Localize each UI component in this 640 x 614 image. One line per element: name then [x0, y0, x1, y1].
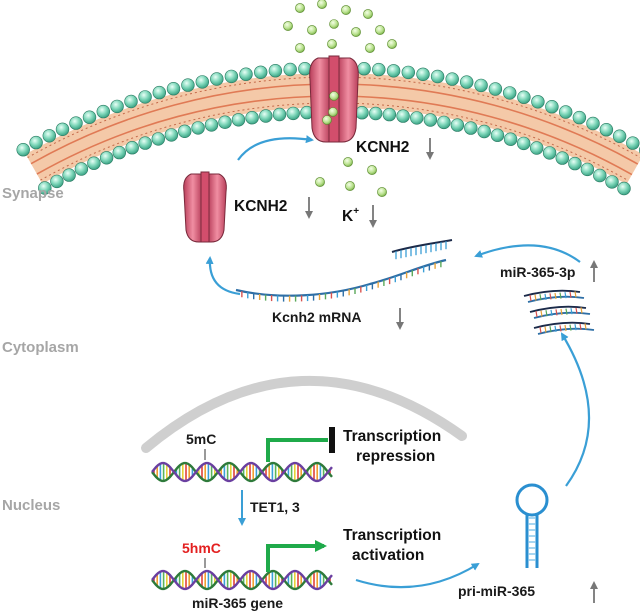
potassium-ions: [283, 0, 397, 197]
targeting-arrow: [474, 244, 581, 263]
repression-label-line1: Transcription: [343, 428, 441, 445]
kcnh2-channel-cytoplasm: [183, 171, 227, 243]
potassium-label: K+: [342, 206, 359, 225]
gene-label: miR-365 gene: [192, 595, 283, 611]
kcnh2-mrna-label: Kcnh2 mRNA: [272, 309, 361, 325]
mirna-bound: [391, 239, 453, 260]
activation-promoter: [266, 540, 327, 572]
kcnh2-membrane-label: KCNH2: [356, 139, 409, 156]
export-arrow: [560, 332, 591, 487]
repression-bar: [329, 427, 335, 453]
dna-methylated: [151, 461, 333, 483]
region-cytoplasm: Cytoplasm: [2, 339, 79, 356]
pri-mir-365-label: pri-miR-365: [458, 583, 535, 599]
kcnh2-channel-membrane: [309, 55, 359, 143]
repression-promoter: [266, 438, 328, 462]
repression-label-line2: repression: [356, 448, 435, 465]
mirna-duplexes: [523, 289, 595, 335]
region-synapse: Synapse: [2, 185, 64, 202]
transcription-arrow: [355, 562, 480, 589]
pri-mir-365-hairpin: [515, 483, 549, 568]
nuclear-envelope: [141, 376, 467, 453]
5mc-label: 5mC: [186, 431, 216, 447]
dna-hydroxymethylated: [151, 569, 333, 591]
mir-365-3p-label: miR-365-3p: [500, 264, 575, 280]
5hmc-label: 5hmC: [182, 540, 221, 556]
activation-label-line2: activation: [352, 547, 424, 564]
tet-label: TET1, 3: [250, 499, 300, 515]
region-nucleus: Nucleus: [2, 497, 60, 514]
trafficking-arrow: [237, 135, 314, 161]
kcnh2-vesicle-label: KCNH2: [234, 198, 287, 215]
translation-arrow: [205, 256, 241, 296]
kcnh2-mrna: [235, 258, 447, 302]
activation-label-line1: Transcription: [343, 527, 441, 544]
